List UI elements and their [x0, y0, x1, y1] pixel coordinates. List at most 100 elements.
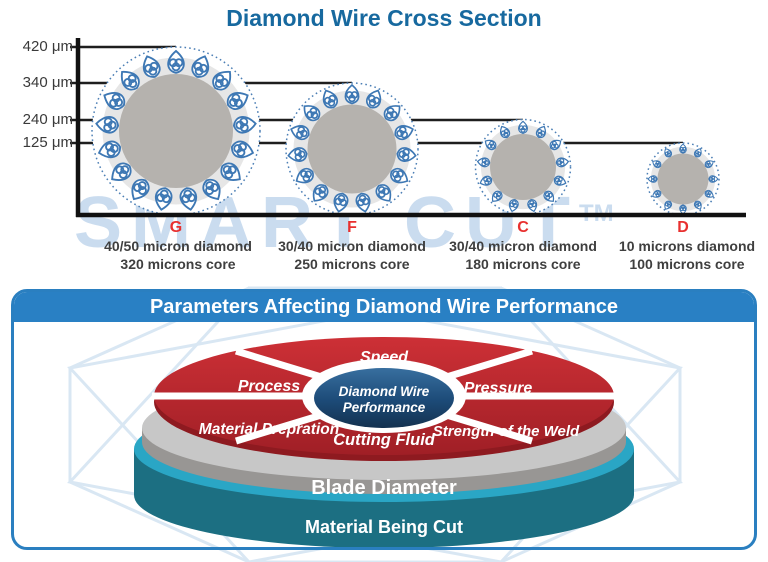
wire-F	[285, 82, 419, 216]
diamond-ornament	[303, 105, 321, 122]
diamond-ornament	[664, 148, 673, 158]
diamond-ornament	[103, 92, 126, 110]
wire-core	[307, 104, 397, 194]
wire-D	[646, 142, 720, 216]
diamond-ornament	[549, 139, 562, 151]
panel-header: Parameters Affecting Diamond Wire Perfor…	[14, 292, 754, 322]
diamond-ornament	[111, 162, 132, 181]
wire-desc-g-core: 320 microns core	[120, 255, 236, 272]
material-being-cut-label: Material Being Cut	[305, 517, 463, 537]
diamond-ornament	[664, 200, 673, 210]
wire-desc-c: 30/40 micron diamond 180 microns core	[431, 238, 615, 273]
diamond-ornament	[535, 125, 547, 139]
blade-diameter-label: Blade Diameter	[311, 477, 457, 499]
performance-panel: Parameters Affecting Diamond Wire Perfor…	[11, 289, 757, 550]
diamond-ornament	[479, 175, 493, 186]
diamond-ornament	[647, 175, 658, 183]
diamond-ornament	[375, 184, 392, 202]
diamond-ornament	[202, 178, 221, 201]
diamond-ornament	[290, 125, 310, 141]
diamond-ornament	[390, 167, 409, 184]
diamond-ornament	[355, 192, 371, 213]
diamond-ornament	[499, 125, 511, 139]
tick-label-340: 340 μm	[22, 74, 73, 91]
axes	[75, 38, 746, 218]
grade-letter-c: C	[517, 219, 529, 236]
segment-pressure: Pressure	[464, 380, 533, 397]
diamond-ornament	[333, 192, 349, 213]
diamond-ornament	[518, 120, 528, 135]
diamond-ornament	[383, 105, 401, 122]
diamond-ornament	[652, 189, 662, 198]
diamond-ornament	[322, 89, 338, 109]
wire-desc-d-core: 100 microns core	[629, 255, 745, 272]
diamond-ornament	[527, 199, 538, 213]
wire-core	[490, 134, 556, 200]
wire-desc-c-core: 180 microns core	[465, 255, 581, 272]
diamond-ornament	[491, 190, 503, 202]
diamond-ornament	[287, 147, 308, 162]
diamond-ornament	[191, 55, 210, 78]
hub-line1: Diamond Wire	[339, 384, 430, 399]
diamond-ornament	[142, 55, 161, 78]
diamond-ornament	[476, 157, 491, 168]
diamond-ornament	[508, 199, 519, 213]
diamond-ornament	[220, 162, 241, 181]
wire-core	[119, 74, 233, 188]
diamond-ornament	[366, 89, 382, 109]
segment-strength-of-the-weld: Strength of the Weld	[433, 423, 580, 440]
wire-desc-g: 40/50 micron diamond 320 microns core	[86, 238, 270, 273]
diamond-ornament	[553, 175, 567, 186]
cross-section-chart	[70, 38, 746, 218]
segment-speed: Speed	[360, 349, 409, 366]
diamond-ornament	[679, 204, 687, 215]
diamond-ornament	[484, 139, 497, 151]
diamond-ornament	[295, 167, 314, 184]
page-title: Diamond Wire Cross Section	[226, 5, 542, 31]
wire-G	[91, 46, 261, 216]
hub-oval	[314, 368, 454, 428]
segment-process: Process	[238, 378, 300, 395]
wire-desc-d-diamond: 10 microns diamond	[618, 238, 756, 254]
wire-desc-f-diamond: 30/40 micron diamond	[278, 238, 426, 254]
diamond-ornament	[154, 187, 173, 211]
grade-letter-f: F	[347, 219, 357, 236]
diamond-ornament	[679, 143, 687, 154]
diamond-ornament	[704, 160, 714, 169]
hub-line2: Performance	[343, 400, 426, 415]
diamond-ornament	[232, 116, 257, 134]
tick-label-125: 125 μm	[22, 134, 73, 151]
wire-desc-f-core: 250 microns core	[294, 255, 410, 272]
diamond-ornament	[543, 190, 555, 202]
segment-cutting-fluid: Cutting Fluid	[333, 431, 436, 449]
diamond-ornament	[693, 148, 702, 158]
diamond-ornament	[394, 125, 414, 141]
diamond-ornament	[120, 70, 140, 91]
tick-label-420: 420 μm	[22, 38, 73, 55]
diamond-ornament	[131, 178, 150, 201]
segment-material-prepration: Material Prepration	[199, 421, 339, 438]
wire-C	[474, 118, 572, 216]
wire-desc-c-diamond: 30/40 micron diamond	[449, 238, 597, 254]
grade-letter-d: D	[677, 219, 689, 236]
grade-letter-g: G	[169, 219, 183, 236]
diamond-ornament	[396, 147, 417, 162]
tick-label-240: 240 μm	[22, 111, 73, 128]
diamond-ornament	[179, 187, 198, 211]
diamond-ornament	[212, 70, 232, 91]
performance-wheel: Speed Process Pressure Material Preprati…	[134, 337, 634, 547]
diamond-ornament	[652, 160, 662, 169]
diamond-ornament	[97, 140, 122, 159]
diamond-ornament	[704, 189, 714, 198]
diamond-ornament	[344, 83, 360, 105]
diamond-ornament	[555, 157, 570, 168]
wire-core	[657, 153, 709, 205]
red-segment-wheel	[152, 337, 616, 461]
wire-desc-f: 30/40 micron diamond 250 microns core	[260, 238, 444, 273]
diamond-ornament	[226, 92, 249, 110]
diamond-ornament	[693, 200, 702, 210]
wire-desc-d: 10 microns diamond 100 microns core	[606, 238, 768, 273]
diamond-ornament	[167, 49, 185, 74]
diamond-ornament	[312, 184, 329, 202]
